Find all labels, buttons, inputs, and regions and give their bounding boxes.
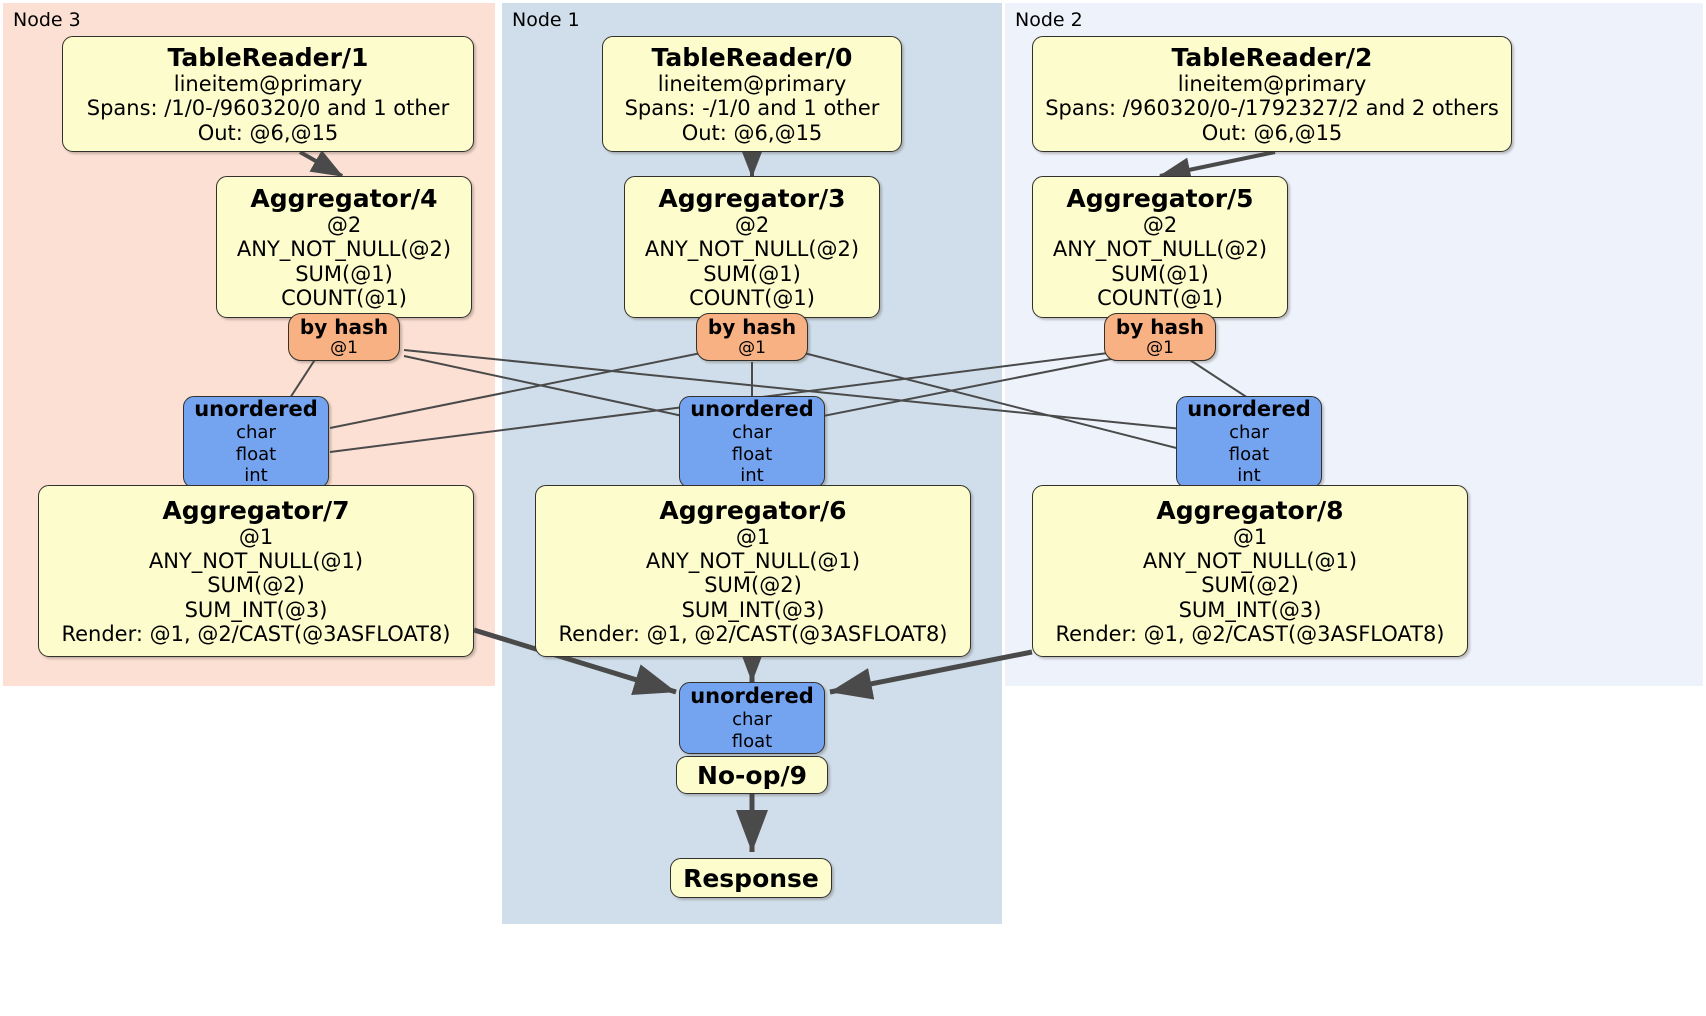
processor-agg: SUM_INT(@3) bbox=[184, 597, 328, 622]
processor-agg: SUM_INT(@3) bbox=[681, 597, 825, 622]
stream-type: float bbox=[731, 443, 773, 465]
processor-aggregator-4[interactable]: Aggregator/4 @2 ANY_NOT_NULL(@2) SUM(@1)… bbox=[216, 176, 472, 318]
router-by-hash-node3[interactable]: by hash @1 bbox=[288, 313, 400, 361]
router-key: @1 bbox=[738, 337, 766, 358]
processor-agg: ANY_NOT_NULL(@2) bbox=[1052, 237, 1268, 262]
stream-type: float bbox=[731, 730, 773, 752]
stream-title: unordered bbox=[1187, 397, 1311, 422]
processor-title: Response bbox=[683, 863, 819, 893]
processor-group: @2 bbox=[1142, 212, 1178, 237]
processor-out: Out: @6,@15 bbox=[197, 120, 339, 145]
processor-agg: ANY_NOT_NULL(@2) bbox=[236, 237, 452, 262]
processor-title: Aggregator/7 bbox=[162, 495, 350, 525]
processor-group: @1 bbox=[1232, 524, 1268, 549]
router-by-hash-node1[interactable]: by hash @1 bbox=[696, 313, 808, 361]
processor-group: @1 bbox=[238, 524, 274, 549]
stream-type: char bbox=[1229, 422, 1269, 444]
processor-agg: ANY_NOT_NULL(@1) bbox=[645, 548, 861, 573]
stream-type: float bbox=[235, 443, 277, 465]
stream-title: unordered bbox=[194, 397, 318, 422]
processor-render: Render: @1, @2/CAST(@3ASFLOAT8) bbox=[1055, 622, 1445, 647]
processor-title: Aggregator/5 bbox=[1066, 183, 1254, 213]
processor-title: No-op/9 bbox=[696, 760, 808, 790]
processor-aggregator-6[interactable]: Aggregator/6 @1 ANY_NOT_NULL(@1) SUM(@2)… bbox=[535, 485, 971, 657]
processor-title: TableReader/0 bbox=[651, 42, 853, 72]
stream-unordered-node2[interactable]: unordered char float int bbox=[1176, 396, 1322, 488]
processor-response[interactable]: Response bbox=[670, 858, 832, 898]
processor-aggregator-7[interactable]: Aggregator/7 @1 ANY_NOT_NULL(@1) SUM(@2)… bbox=[38, 485, 474, 657]
stream-type: char bbox=[236, 422, 276, 444]
node-panel-label-node3: Node 3 bbox=[13, 9, 81, 31]
stream-unordered-node3[interactable]: unordered char float int bbox=[183, 396, 329, 488]
processor-agg: COUNT(@1) bbox=[689, 285, 815, 310]
processor-title: Aggregator/6 bbox=[659, 495, 847, 525]
router-by-hash-node2[interactable]: by hash @1 bbox=[1104, 313, 1216, 361]
processor-spans: Spans: /1/0-/960320/0 and 1 other bbox=[86, 96, 450, 121]
stream-type: int bbox=[740, 465, 764, 487]
processor-agg: SUM(@1) bbox=[1111, 261, 1209, 286]
router-title: by hash bbox=[707, 314, 797, 339]
node-panel-label-node2: Node 2 bbox=[1015, 9, 1083, 31]
processor-agg: SUM(@1) bbox=[295, 261, 393, 286]
router-key: @1 bbox=[330, 337, 358, 358]
stream-type: char bbox=[732, 422, 772, 444]
router-title: by hash bbox=[1115, 314, 1205, 339]
processor-tablereader-2[interactable]: TableReader/2 lineitem@primary Spans: /9… bbox=[1032, 36, 1512, 152]
processor-spans: Spans: -/1/0 and 1 other bbox=[624, 96, 880, 121]
processor-title: Aggregator/3 bbox=[658, 183, 846, 213]
processor-aggregator-3[interactable]: Aggregator/3 @2 ANY_NOT_NULL(@2) SUM(@1)… bbox=[624, 176, 880, 318]
processor-agg: ANY_NOT_NULL(@2) bbox=[644, 237, 860, 262]
processor-aggregator-5[interactable]: Aggregator/5 @2 ANY_NOT_NULL(@2) SUM(@1)… bbox=[1032, 176, 1288, 318]
processor-agg: ANY_NOT_NULL(@1) bbox=[1142, 548, 1358, 573]
processor-table: lineitem@primary bbox=[173, 71, 363, 96]
processor-out: Out: @6,@15 bbox=[1201, 120, 1343, 145]
processor-title: Aggregator/8 bbox=[1156, 495, 1344, 525]
processor-agg: SUM(@2) bbox=[207, 573, 305, 598]
processor-agg: SUM(@2) bbox=[1201, 573, 1299, 598]
processor-agg: COUNT(@1) bbox=[1097, 285, 1223, 310]
processor-tablereader-1[interactable]: TableReader/1 lineitem@primary Spans: /1… bbox=[62, 36, 474, 152]
stream-unordered-node1[interactable]: unordered char float int bbox=[679, 396, 825, 488]
processor-agg: SUM(@2) bbox=[704, 573, 802, 598]
router-key: @1 bbox=[1146, 337, 1174, 358]
processor-tablereader-0[interactable]: TableReader/0 lineitem@primary Spans: -/… bbox=[602, 36, 902, 152]
processor-agg: SUM(@1) bbox=[703, 261, 801, 286]
processor-group: @2 bbox=[326, 212, 362, 237]
processor-render: Render: @1, @2/CAST(@3ASFLOAT8) bbox=[558, 622, 948, 647]
stream-type: char bbox=[732, 709, 772, 730]
processor-noop-9[interactable]: No-op/9 bbox=[676, 756, 828, 794]
stream-title: unordered bbox=[690, 397, 814, 422]
processor-render: Render: @1, @2/CAST(@3ASFLOAT8) bbox=[61, 622, 451, 647]
router-title: by hash bbox=[299, 314, 389, 339]
stream-type: float bbox=[1228, 443, 1270, 465]
processor-group: @1 bbox=[735, 524, 771, 549]
processor-out: Out: @6,@15 bbox=[681, 120, 823, 145]
processor-title: TableReader/2 bbox=[1171, 42, 1373, 72]
processor-title: Aggregator/4 bbox=[250, 183, 438, 213]
processor-table: lineitem@primary bbox=[657, 71, 847, 96]
node-panel-label-node1: Node 1 bbox=[512, 9, 580, 31]
processor-spans: Spans: /960320/0-/1792327/2 and 2 others bbox=[1045, 96, 1499, 121]
processor-aggregator-8[interactable]: Aggregator/8 @1 ANY_NOT_NULL(@1) SUM(@2)… bbox=[1032, 485, 1468, 657]
processor-group: @2 bbox=[734, 212, 770, 237]
processor-agg: SUM_INT(@3) bbox=[1178, 597, 1322, 622]
stream-unordered-final[interactable]: unordered char float bbox=[679, 682, 825, 754]
stream-type: int bbox=[1237, 465, 1261, 487]
processor-title: TableReader/1 bbox=[167, 42, 369, 72]
processor-agg: ANY_NOT_NULL(@1) bbox=[148, 548, 364, 573]
processor-agg: COUNT(@1) bbox=[281, 285, 407, 310]
stream-type: int bbox=[244, 465, 268, 487]
processor-table: lineitem@primary bbox=[1177, 71, 1367, 96]
stream-title: unordered bbox=[690, 683, 814, 708]
